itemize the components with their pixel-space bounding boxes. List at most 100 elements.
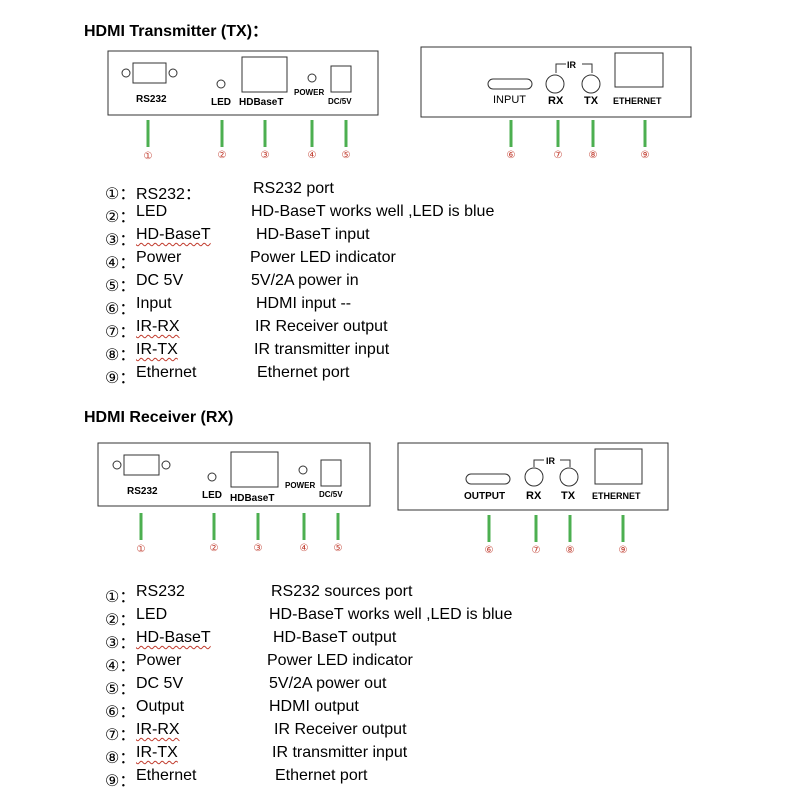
tx-dc-label: DC/5V — [328, 97, 352, 106]
legend-name: IR-RX — [136, 318, 180, 335]
rx-power-label: POWER — [285, 481, 315, 490]
legend-number: ②： — [105, 209, 136, 226]
legend-number: ⑨： — [105, 370, 136, 387]
rx-led-label: LED — [202, 490, 222, 501]
tx-tx-label: TX — [584, 95, 599, 107]
legend-number: ⑤： — [105, 278, 136, 295]
tx-power-label: POWER — [294, 88, 324, 97]
rx-dc-label: DC/5V — [319, 490, 343, 499]
rx-callout-4: ④ — [300, 543, 309, 554]
tx-led-indicator-icon — [216, 79, 226, 89]
tx-hdmi-port-icon — [487, 78, 533, 90]
rx-rs232-label: RS232 — [127, 486, 158, 497]
rx-callouts: ① ② ③ ④ ⑤ ⑥ ⑦ ⑧ ⑨ — [137, 513, 628, 556]
rx-callout-2: ② — [210, 543, 219, 554]
rx-power-led-icon — [298, 465, 308, 475]
tx-ethernet-port-icon — [614, 52, 664, 88]
tx-rear-panel: INPUT IR RX TX ETHERNET — [420, 46, 692, 118]
legend-description: Power LED indicator — [250, 249, 396, 266]
legend-description: HDMI output — [269, 698, 359, 715]
legend-description: Ethernet port — [275, 767, 368, 784]
legend-number: ③： — [105, 232, 136, 249]
legend-name: Input — [136, 295, 172, 312]
legend-number: ⑧： — [105, 347, 136, 364]
legend-name: IR-RX — [136, 721, 180, 738]
rx-callout-5: ⑤ — [334, 543, 343, 554]
legend-number: ④： — [105, 658, 136, 675]
tx-rs232-connector-icon — [121, 62, 178, 84]
tx-callout-3: ③ — [261, 150, 270, 161]
legend-name: IR-TX — [136, 744, 178, 761]
rx-ir-bracket — [533, 459, 571, 467]
rx-callout-3: ③ — [254, 543, 263, 554]
legend-name: LED — [136, 203, 168, 220]
tx-input-label: INPUT — [493, 94, 526, 106]
rx-ir-tx-jack-icon — [559, 467, 579, 487]
rx-callout-7: ⑦ — [532, 545, 541, 556]
tx-power-led-icon — [307, 73, 317, 83]
legend-number: ⑥： — [105, 704, 136, 721]
legend-description: 5V/2A power in — [251, 272, 359, 289]
rx-rs232-connector-icon — [112, 454, 171, 476]
legend-description: HD-BaseT works well ,LED is blue — [269, 606, 513, 623]
legend-name: Power — [136, 249, 182, 266]
tx-callout-5: ⑤ — [342, 150, 351, 161]
rx-section-title: HDMI Receiver (RX) — [84, 409, 234, 426]
tx-front-panel: RS232 LED HDBaseT POWER DC/5V — [107, 50, 379, 116]
tx-callout-9: ⑨ — [641, 150, 650, 161]
rx-front-panel: RS232 LED HDBaseT POWER DC/5V — [97, 442, 371, 507]
legend-number: ⑦： — [105, 727, 136, 744]
rx-callout-9: ⑨ — [619, 545, 628, 556]
rx-ethernet-label: ETHERNET — [592, 491, 641, 501]
legend-number: ⑧： — [105, 750, 136, 767]
tx-rs232-label: RS232 — [136, 94, 167, 105]
legend-description: Ethernet port — [257, 364, 350, 381]
legend-name: Ethernet — [136, 364, 197, 381]
rx-callout-8: ⑧ — [566, 545, 575, 556]
legend-name: DC 5V — [136, 272, 184, 289]
tx-section-title: HDMI Transmitter (TX)： — [84, 23, 269, 40]
tx-callout-7: ⑦ — [554, 150, 563, 161]
legend-number: ①： — [105, 589, 136, 606]
rx-rx-label: RX — [526, 490, 542, 502]
rx-output-label: OUTPUT — [464, 491, 505, 502]
tx-callout-6: ⑥ — [507, 150, 516, 161]
legend-name: HD-BaseT — [136, 226, 211, 243]
legend-description: HD-BaseT output — [273, 629, 397, 646]
legend-name: Ethernet — [136, 767, 197, 784]
tx-hdbaset-port-icon — [241, 56, 288, 93]
legend-description: 5V/2A power out — [269, 675, 387, 692]
legend-number: ⑥： — [105, 301, 136, 318]
tx-callouts: ① ② ③ ④ ⑤ ⑥ ⑦ ⑧ ⑨ — [144, 120, 650, 162]
legend-number: ①： — [105, 186, 136, 203]
legend-description: RS232 sources port — [271, 583, 413, 600]
rx-led-indicator-icon — [207, 472, 217, 482]
tx-ir-rx-jack-icon — [545, 74, 565, 94]
tx-callout-1: ① — [144, 151, 153, 162]
legend-number: ⑤： — [105, 681, 136, 698]
rx-tx-label: TX — [561, 490, 576, 502]
tx-led-label: LED — [211, 97, 231, 108]
legend-name: Power — [136, 652, 182, 669]
legend-name: Output — [136, 698, 185, 715]
rx-dc-jack-icon — [320, 459, 342, 487]
tx-hdbaset-label: HDBaseT — [239, 97, 283, 108]
legend-description: IR Receiver output — [255, 318, 388, 335]
legend-description: HD-BaseT works well ,LED is blue — [251, 203, 495, 220]
legend-description: HDMI input -- — [256, 295, 352, 312]
tx-callout-2: ② — [218, 150, 227, 161]
legend-number: ②： — [105, 612, 136, 629]
rx-hdbaset-label: HDBaseT — [230, 493, 274, 504]
legend-description: RS232 port — [253, 180, 334, 197]
rx-ethernet-port-icon — [594, 448, 643, 485]
legend-number: ④： — [105, 255, 136, 272]
rx-callout-6: ⑥ — [485, 545, 494, 556]
legend-description: IR transmitter input — [254, 341, 390, 358]
rx-ir-label: IR — [546, 456, 556, 466]
tx-dc-jack-icon — [330, 65, 352, 93]
rx-ir-rx-jack-icon — [524, 467, 544, 487]
legend-name: RS232： — [136, 186, 201, 203]
legend-name: LED — [136, 606, 168, 623]
legend-number: ⑨： — [105, 773, 136, 790]
rx-callout-1: ① — [137, 544, 146, 555]
